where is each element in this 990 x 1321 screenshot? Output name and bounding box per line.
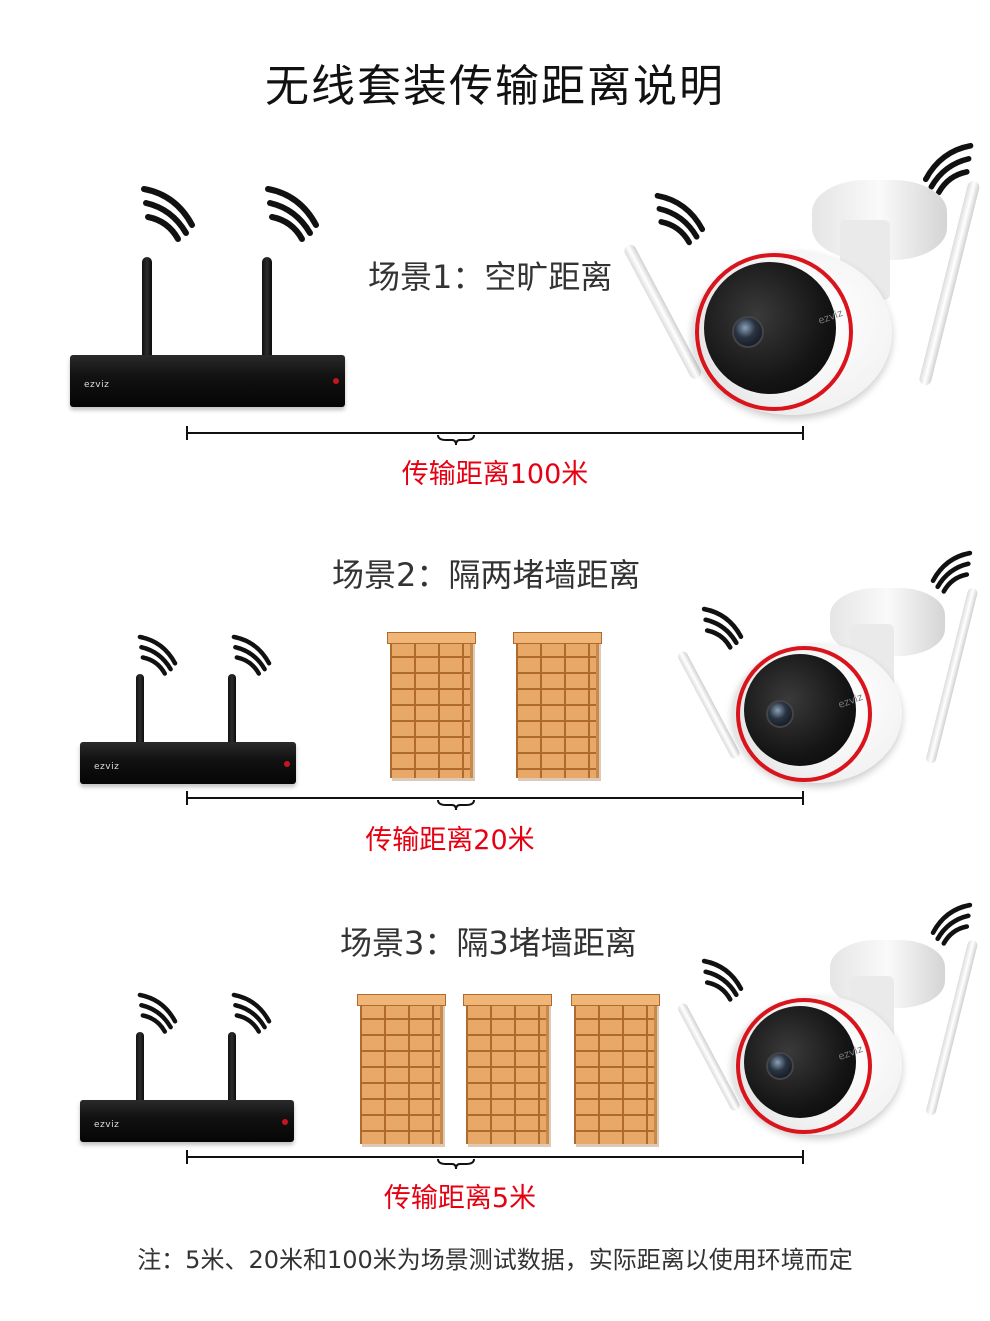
footnote: 注：5米、20米和100米为场景测试数据，实际距离以使用环境而定 xyxy=(137,1246,853,1274)
nvr-recorder-icon: ezviz xyxy=(80,992,294,1142)
antenna xyxy=(622,242,704,381)
brick-wall-icon xyxy=(463,994,552,1144)
camera-icon: ezviz xyxy=(622,140,981,430)
distance-line xyxy=(186,1150,804,1164)
scene-2-label: 场景2：隔两堵墙距离 xyxy=(332,556,641,594)
camera-ring xyxy=(736,646,872,782)
brand-logo: ezviz xyxy=(84,379,110,390)
antenna xyxy=(142,257,152,367)
camera-face xyxy=(744,1006,856,1118)
distance-line xyxy=(186,791,804,805)
brick-wall-icon xyxy=(571,994,660,1144)
antenna xyxy=(262,257,272,367)
nvr-box: ezviz xyxy=(80,1100,294,1142)
scene-1-distance: 传输距离100米 xyxy=(401,459,589,490)
camera-lens xyxy=(732,316,764,348)
wifi-signal-icon xyxy=(136,185,196,245)
antenna xyxy=(136,674,144,754)
antenna xyxy=(228,1032,236,1112)
wifi-signal-icon xyxy=(134,992,178,1036)
nvr-recorder-icon: ezviz xyxy=(80,634,296,784)
camera-face xyxy=(704,262,836,394)
scene-3-label: 场景3：隔3堵墙距离 xyxy=(340,924,637,962)
camera-icon: ezviz xyxy=(676,900,980,1150)
camera-face xyxy=(744,654,856,766)
wifi-signal-icon xyxy=(260,185,320,245)
scene-2-distance: 传输距离20米 xyxy=(365,825,535,856)
brace-icon xyxy=(437,1158,475,1169)
wifi-signal-icon xyxy=(134,634,178,678)
brick-wall-icon xyxy=(387,632,476,778)
brick-wall-icon xyxy=(513,632,602,778)
distance-line xyxy=(186,426,804,440)
scene-3-distance: 传输距离5米 xyxy=(383,1183,537,1214)
brace-icon xyxy=(437,799,475,810)
wifi-signal-icon xyxy=(698,958,744,1004)
page-title: 无线套装传输距离说明 xyxy=(265,61,725,112)
wifi-signal-icon xyxy=(650,192,706,248)
nvr-box: ezviz xyxy=(70,355,345,407)
camera-icon: ezviz xyxy=(676,548,980,798)
brick-wall-icon xyxy=(357,994,446,1144)
wifi-signal-icon xyxy=(228,634,272,678)
antenna xyxy=(228,674,236,754)
nvr-box: ezviz xyxy=(80,742,296,784)
camera-lens xyxy=(766,1052,794,1080)
camera-ring xyxy=(695,253,853,411)
brace-icon xyxy=(437,434,475,445)
nvr-recorder-icon: ezviz xyxy=(70,185,345,407)
scene-1-label: 场景1：空旷距离 xyxy=(368,258,613,296)
camera-lens xyxy=(766,700,794,728)
brand-logo: ezviz xyxy=(94,762,120,773)
wifi-signal-icon xyxy=(698,606,744,652)
brand-logo: ezviz xyxy=(94,1120,120,1131)
wifi-signal-icon xyxy=(228,992,272,1036)
camera-ring xyxy=(736,998,872,1134)
antenna xyxy=(136,1032,144,1112)
